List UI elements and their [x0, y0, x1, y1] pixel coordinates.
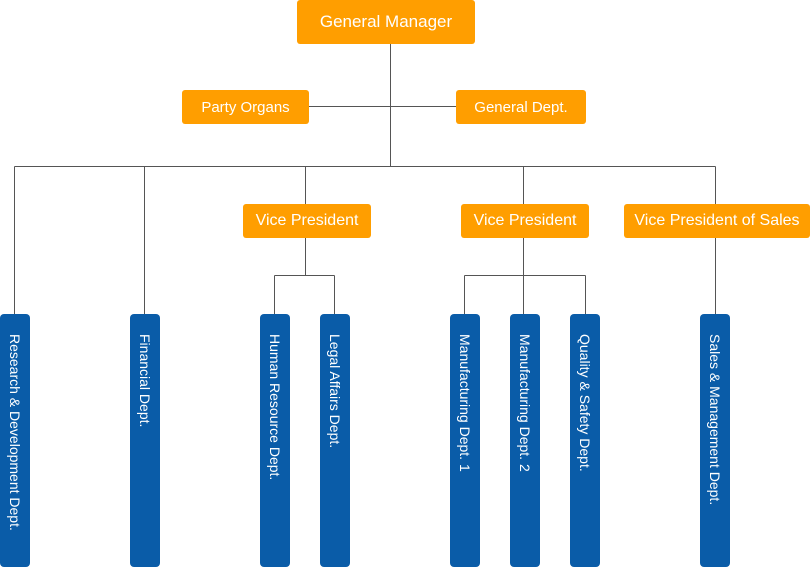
department-label: Financial Dept. — [137, 334, 153, 428]
vice-president-label-1: Vice President — [255, 212, 359, 229]
department-label: Legal Affairs Dept. — [327, 334, 343, 449]
department-manufacturing-2: Manufacturing Dept. 2 — [510, 314, 540, 567]
vice-president-box-1: Vice President — [243, 204, 371, 238]
department-sales-management: Sales & Management Dept. — [700, 314, 730, 567]
department-label: Human Resource Dept. — [267, 334, 283, 481]
department-label: Quality & Safety Dept. — [577, 334, 593, 472]
department-manufacturing-1: Manufacturing Dept. 1 — [450, 314, 480, 567]
department-research-development: Research & Development Dept. — [0, 314, 30, 567]
department-label: Research & Development Dept. — [7, 334, 23, 531]
party-organs-label: Party Organs — [201, 98, 290, 116]
general-dept-label: General Dept. — [474, 98, 568, 116]
department-financial: Financial Dept. — [130, 314, 160, 567]
party-organs-box: Party Organs — [182, 90, 309, 124]
department-quality-safety: Quality & Safety Dept. — [570, 314, 600, 567]
vice-president-box-2: Vice President — [461, 204, 589, 238]
department-label: Manufacturing Dept. 2 — [517, 334, 533, 472]
department-label: Manufacturing Dept. 1 — [457, 334, 473, 472]
department-legal-affairs: Legal Affairs Dept. — [320, 314, 350, 567]
vice-president-label-2: Vice President — [473, 212, 577, 229]
vice-president-sales-box: Vice President of Sales — [624, 204, 810, 238]
department-human-resource: Human Resource Dept. — [260, 314, 290, 567]
general-manager-box: General Manager — [297, 0, 475, 44]
general-manager-label: General Manager — [319, 12, 453, 31]
department-label: Sales & Management Dept. — [707, 334, 723, 506]
vice-president-sales-label: Vice President of Sales — [634, 212, 800, 229]
general-dept-box: General Dept. — [456, 90, 586, 124]
